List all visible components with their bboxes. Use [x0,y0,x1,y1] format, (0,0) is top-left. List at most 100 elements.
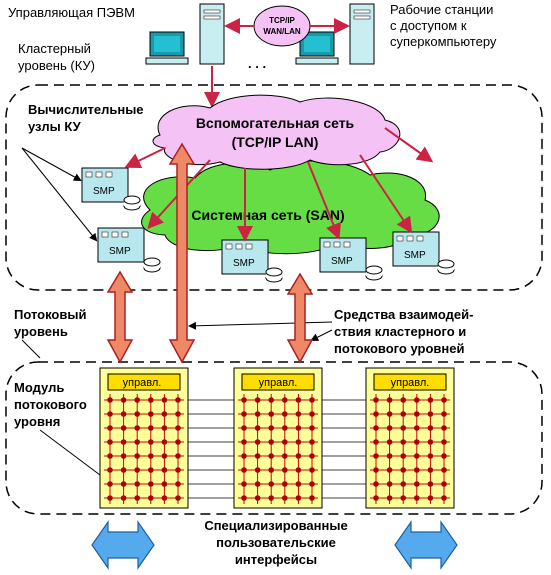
grid-node [400,453,407,459]
smp-label: SMP [404,250,426,261]
grid-node [414,411,420,417]
grid-node [161,495,168,501]
grid-node [148,411,154,417]
grid-node [441,495,447,501]
grid-node [134,453,140,459]
stream-module [365,367,455,509]
grid-node [373,439,379,445]
grid-node [400,439,407,445]
grid-node [268,481,275,487]
grid-node [175,467,181,473]
grid-node [241,425,247,431]
grid-node [107,495,113,501]
grid-node [373,411,379,417]
grid-node [148,453,154,459]
wan-cloud [253,5,311,47]
grid-node [427,397,434,403]
grid-node [254,397,261,403]
grid-node [386,453,393,459]
aux-link [124,147,166,168]
grid-node [161,453,168,459]
interaction-label-2: ствия кластерного и [334,324,466,339]
grid-node [309,439,315,445]
grid-node [148,425,154,431]
grid-node [386,467,393,473]
stream-module [99,367,189,509]
grid-node [400,481,407,487]
grid-node [309,495,315,501]
grid-node [175,439,181,445]
grid-node [241,397,247,403]
stream-level-label-2: уровень [14,324,68,339]
stream-modules [99,367,455,509]
aux-net-label-1: Вспомогательная сеть [196,115,355,131]
grid-node [268,495,275,501]
grid-node [241,481,247,487]
aux-net-label-2: (TCP/IP LAN) [232,134,319,150]
workstations-label-3: суперкомпьютеру [390,34,497,49]
pointer-line [310,329,333,341]
aux-link [307,161,341,240]
grid-node [254,495,261,501]
grid-node [120,481,127,487]
grid-node [161,411,168,417]
grid-node [254,439,261,445]
pointer-line [21,147,82,181]
grid-node [373,425,379,431]
grid-node [175,481,181,487]
grid-node [309,453,315,459]
grid-node [441,453,447,459]
grid-node [373,481,379,487]
pointer-line [21,147,98,242]
grid-node [241,495,247,501]
grid-node [441,481,447,487]
grid-node [282,467,288,473]
smp-node: SMP [97,227,161,273]
grid-node [282,453,288,459]
grid-node [414,397,420,403]
grid-node [427,495,434,501]
thick-double-arrow [106,270,134,364]
iface-label-2: пользовательские [216,535,336,550]
grid-node [268,467,275,473]
grid-node [441,425,447,431]
grid-node [282,495,288,501]
grid-node [107,425,113,431]
dots-label: . . . [248,56,266,71]
grid-node [373,467,379,473]
wan-label-1: TCP/IP [269,16,295,25]
compute-nodes-label-2: узлы КУ [28,119,82,134]
grid-node [373,453,379,459]
grid-node [400,397,407,403]
module-label-1: Модуль [14,380,64,395]
grid-node [134,495,140,501]
workstation-icon [295,3,375,65]
grid-node [386,411,393,417]
blue-io-arrow [394,520,458,570]
grid-node [309,425,315,431]
grid-node [295,495,302,501]
grid-node [120,411,127,417]
grid-node [386,397,393,403]
smp-node: SMP [319,237,383,281]
wan-label-2: WAN/LAN [263,27,301,36]
grid-node [295,397,302,403]
grid-node [254,411,261,417]
grid-node [107,397,113,403]
grid-node [427,439,434,445]
grid-node [282,439,288,445]
grid-node [309,397,315,403]
grid-node [414,439,420,445]
grid-node [241,467,247,473]
interaction-label-1: Средства взаимодей- [334,307,473,322]
blue-io-arrow [91,520,155,570]
module-label-2: потокового [14,397,87,412]
grid-node [400,495,407,501]
grid-node [120,397,127,403]
grid-node [373,397,379,403]
grid-node [134,397,140,403]
grid-node [134,481,140,487]
grid-node [175,397,181,403]
grid-node [148,467,154,473]
grid-node [414,481,420,487]
